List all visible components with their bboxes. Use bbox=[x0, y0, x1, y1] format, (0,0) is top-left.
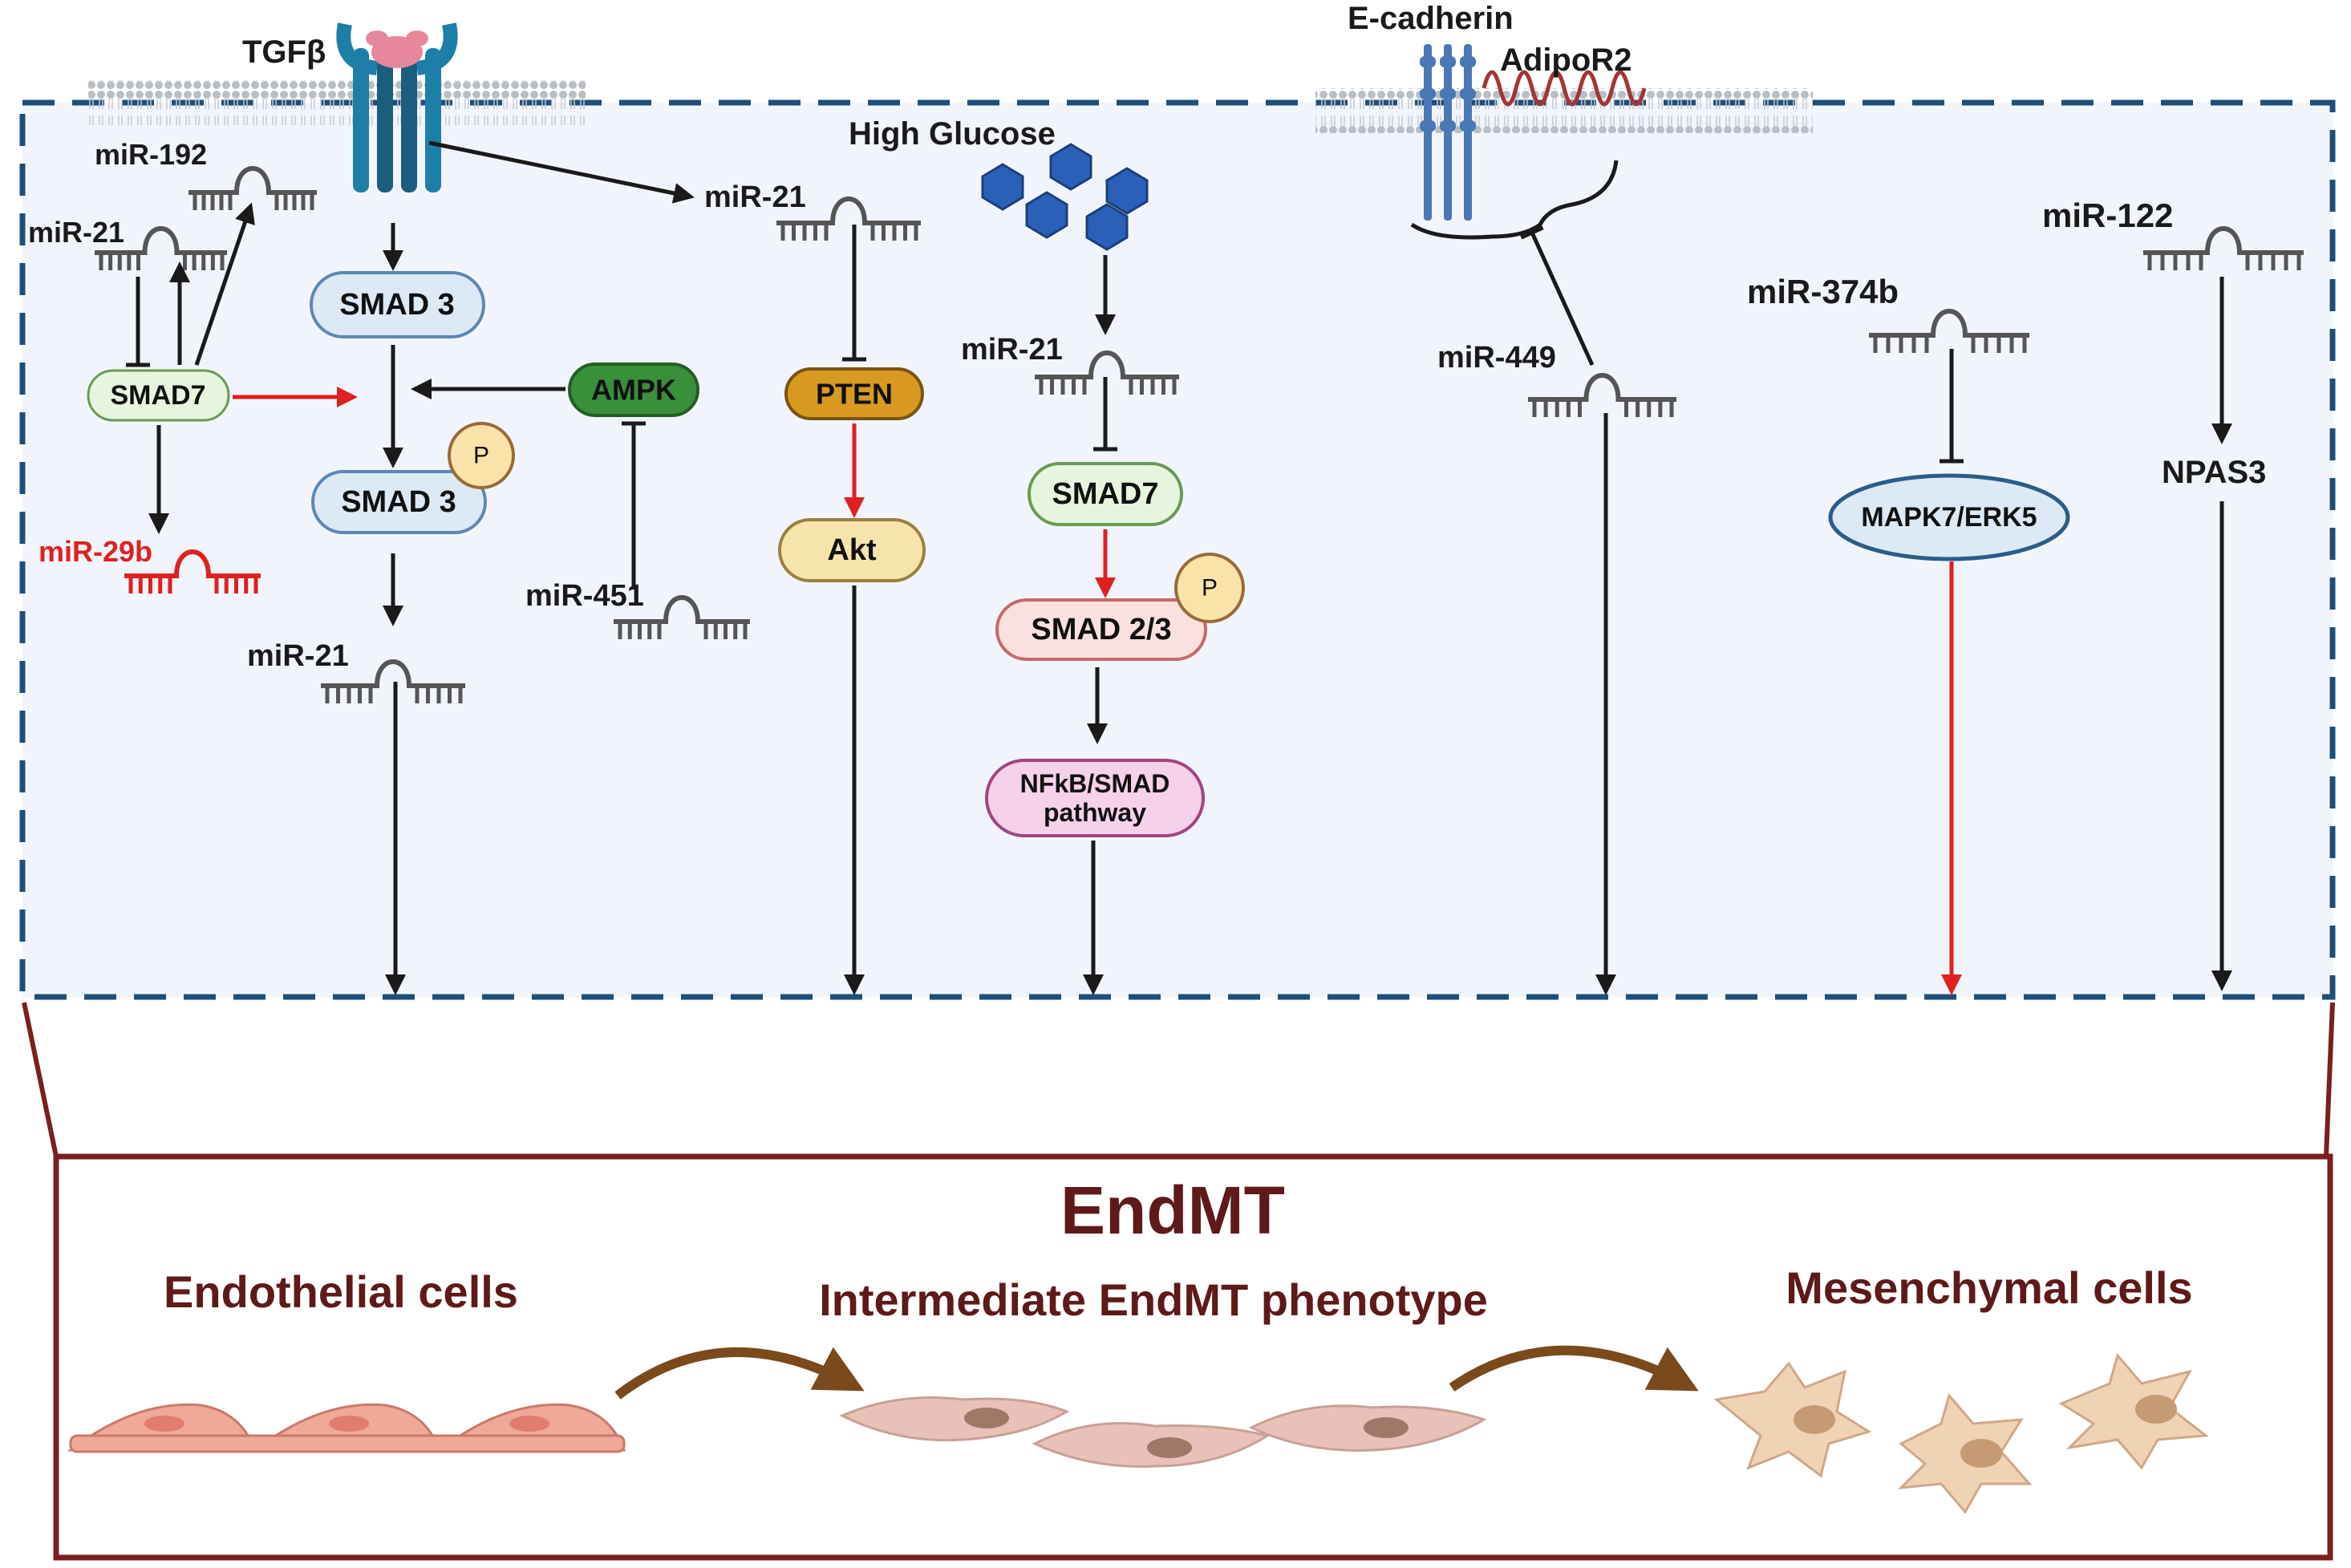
mesenchymal-cells-label: Mesenchymal cells bbox=[1786, 1262, 2192, 1313]
phosphate-badge-smad23: P bbox=[1174, 553, 1245, 623]
mir-21-left-label: miR-21 bbox=[28, 216, 124, 249]
svg-text:MAPK7/ERK5: MAPK7/ERK5 bbox=[1861, 502, 2037, 533]
cell-membrane-right bbox=[1315, 88, 1813, 133]
glucose-molecules-icon bbox=[981, 143, 1149, 251]
arrow-tgfb-mir21top bbox=[428, 140, 695, 204]
mir-192-glyph bbox=[188, 166, 317, 210]
smad7-left-node: SMAD7 bbox=[87, 369, 230, 422]
mir-192-label: miR-192 bbox=[95, 138, 207, 171]
adipor2-icon bbox=[1482, 70, 1647, 107]
tgfb-label: TGFβ bbox=[242, 34, 326, 70]
svg-text:P: P bbox=[473, 443, 489, 469]
mir-21-glucose-label: miR-21 bbox=[961, 333, 1063, 367]
phosphate-badge-smad3: P bbox=[448, 422, 515, 489]
pathway-panel-frame bbox=[19, 99, 2336, 1000]
mir-374b-glyph bbox=[1869, 309, 2029, 353]
mir-449-label: miR-449 bbox=[1437, 341, 1556, 375]
smad23-node: SMAD 2/3 bbox=[995, 598, 1207, 661]
svg-text:Akt: Akt bbox=[827, 533, 877, 567]
svg-text:SMAD7: SMAD7 bbox=[110, 380, 205, 411]
npas3-label: NPAS3 bbox=[2162, 455, 2266, 490]
mapk7-erk5-node: MAPK7/ERK5 bbox=[1828, 473, 2070, 561]
receptor-bracket bbox=[1410, 160, 1619, 240]
svg-text:pathway: pathway bbox=[1044, 798, 1146, 827]
svg-text:P: P bbox=[1202, 575, 1218, 602]
mesenchymal-nuclei bbox=[1794, 1395, 2177, 1468]
intermediate-cells-icon bbox=[839, 1396, 1487, 1468]
svg-text:SMAD 3: SMAD 3 bbox=[341, 485, 456, 519]
e-cadherin-icon bbox=[1420, 44, 1476, 221]
mir-21-bottom-label: miR-21 bbox=[247, 639, 349, 673]
mir-122-label: miR-122 bbox=[2042, 197, 2173, 234]
svg-text:SMAD 2/3: SMAD 2/3 bbox=[1031, 613, 1171, 646]
svg-text:SMAD7: SMAD7 bbox=[1052, 477, 1158, 511]
endothelial-cells-label: Endothelial cells bbox=[164, 1266, 518, 1317]
mir-122-glyph bbox=[2143, 226, 2304, 270]
svg-text:PTEN: PTEN bbox=[816, 378, 893, 411]
smad3-node-b: SMAD 3 bbox=[311, 470, 487, 534]
funnel-right bbox=[2324, 1002, 2335, 1157]
arrow-smad7-mir192 bbox=[194, 202, 255, 366]
svg-text:SMAD 3: SMAD 3 bbox=[339, 288, 455, 322]
transition-arrow-2 bbox=[1449, 1345, 1699, 1392]
akt-node: Akt bbox=[778, 518, 926, 582]
mir-21-left-glyph bbox=[95, 226, 227, 270]
svg-text:AMPK: AMPK bbox=[591, 374, 676, 407]
smad3-node-a: SMAD 3 bbox=[310, 271, 485, 338]
funnel-left bbox=[22, 1002, 59, 1157]
mir-29b-glyph bbox=[124, 549, 261, 594]
mir-451-label: miR-451 bbox=[525, 579, 644, 613]
mir-29b-label: miR-29b bbox=[39, 535, 152, 568]
ampk-node: AMPK bbox=[568, 363, 699, 417]
cell-membrane-left bbox=[88, 80, 586, 125]
high-glucose-label: High Glucose bbox=[849, 116, 1056, 152]
inhibit-mir449-receptor bbox=[1520, 225, 1595, 367]
smad7-mid-node: SMAD7 bbox=[1028, 462, 1183, 526]
e-cadherin-label: E-cadherin bbox=[1348, 1, 1514, 36]
nfkb-smad-node: NFkB/SMAD pathway bbox=[985, 759, 1205, 837]
mir-449-glyph bbox=[1528, 373, 1676, 417]
mir-451-glyph bbox=[614, 595, 750, 639]
intermediate-phenotype-label: Intermediate EndMT phenotype bbox=[819, 1274, 1488, 1325]
mir-21-top-label: miR-21 bbox=[704, 180, 806, 214]
svg-text:NFkB/SMAD: NFkB/SMAD bbox=[1020, 769, 1170, 798]
endmt-title: EndMT bbox=[1060, 1173, 1285, 1248]
mir-21-glucose-glyph bbox=[1035, 350, 1179, 395]
mir-21-bottom-glyph bbox=[321, 659, 465, 703]
endothelial-cells-icon bbox=[67, 1403, 626, 1453]
transition-arrow-1 bbox=[614, 1347, 865, 1400]
mir-374b-label: miR-374b bbox=[1747, 273, 1899, 310]
mir-21-top-glyph bbox=[776, 197, 921, 241]
tgfb-receptor-icon bbox=[336, 22, 458, 192]
adipor2-label: AdipoR2 bbox=[1500, 43, 1632, 78]
pten-node: PTEN bbox=[784, 367, 924, 420]
